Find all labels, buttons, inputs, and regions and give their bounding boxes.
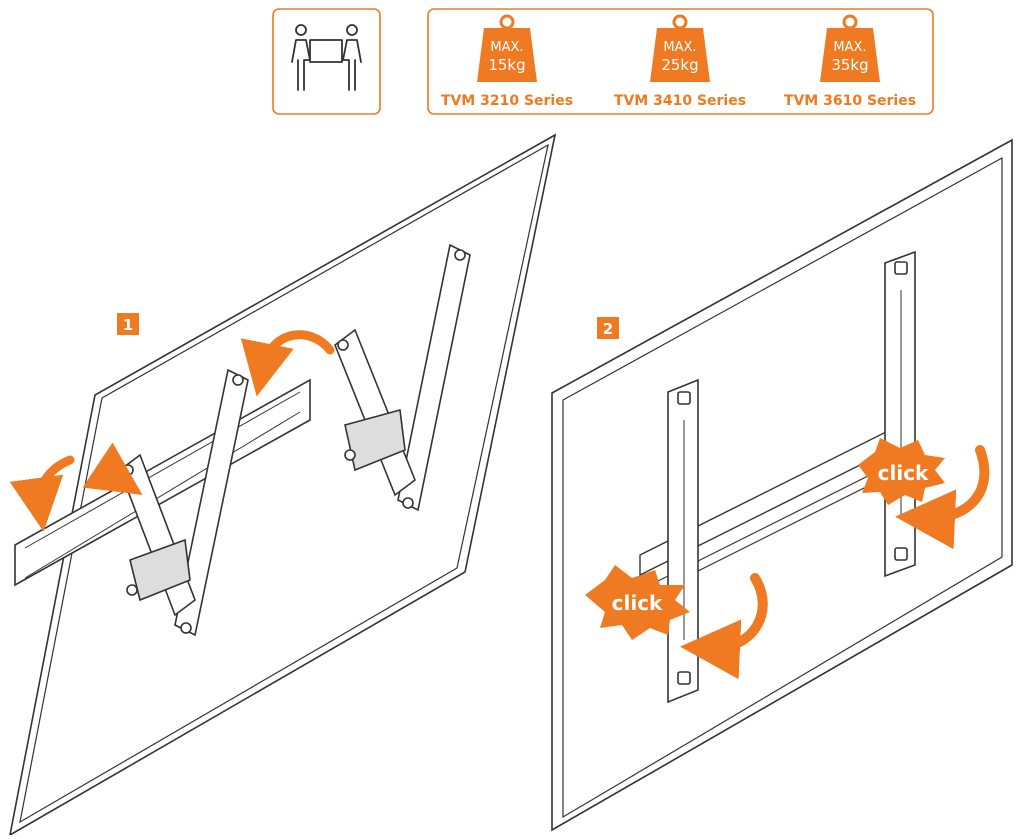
click-label: click — [878, 461, 929, 485]
hook-arrow-icon — [240, 330, 335, 397]
rotate-arrow-icon — [680, 573, 768, 680]
rotate-arrow-icon — [9, 455, 75, 532]
weight-icon — [820, 14, 880, 82]
right-vertical-bracket — [884, 250, 916, 578]
weight-icon — [650, 14, 710, 82]
step-2-badge — [597, 317, 619, 339]
two-persons-carrying-icon — [291, 24, 362, 91]
step-2-number: 2 — [603, 320, 613, 338]
rotate-arrow-icon — [895, 445, 990, 550]
step-1-panel: 1 — [8, 133, 557, 837]
step-1-badge — [117, 313, 139, 335]
weight-item-1: MAX. 15kg TVM 3210 Series — [441, 14, 573, 109]
weight-max-label: MAX. — [663, 40, 696, 55]
click-label: click — [612, 591, 663, 615]
weight-max-label: MAX. — [490, 40, 523, 55]
two-person-icon-box — [272, 8, 381, 115]
weight-series-label: TVM 3210 Series — [441, 93, 573, 109]
weight-series-label: TVM 3410 Series — [614, 93, 746, 109]
left-vertical-bracket — [667, 378, 699, 704]
push-arrow-icon — [82, 442, 143, 495]
weight-kg-label: 15kg — [488, 56, 525, 74]
weight-icon — [477, 14, 537, 82]
weight-max-label: MAX. — [833, 40, 866, 55]
right-bracket — [334, 243, 471, 512]
weight-kg-label: 35kg — [831, 56, 868, 74]
click-burst-left: click — [585, 565, 690, 640]
step-1-number: 1 — [123, 316, 133, 334]
weight-kg-label: 25kg — [661, 56, 698, 74]
click-burst-right: click — [858, 438, 945, 505]
weight-item-3: MAX. 35kg TVM 3610 Series — [784, 14, 916, 109]
step-2-panel: click click 2 — [551, 138, 1013, 832]
weight-item-2: MAX. 25kg TVM 3410 Series — [614, 14, 746, 109]
weight-series-label: TVM 3610 Series — [784, 93, 916, 109]
